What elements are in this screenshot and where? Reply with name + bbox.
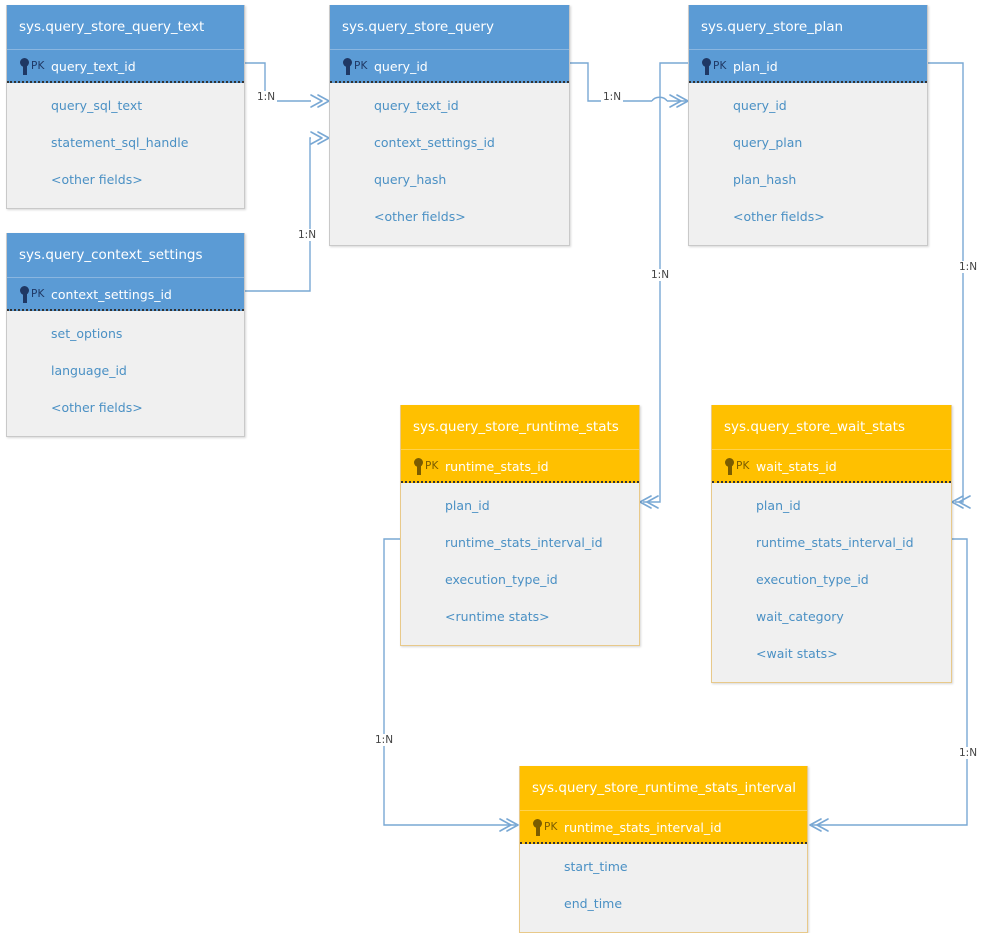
entity-query-store-query[interactable]: sys.query_store_query PK query_id query_… — [329, 5, 570, 246]
cardinality-label-query-to-plan: 1:N — [601, 91, 624, 103]
cardinality-label-plan-to-wait-stats: 1:N — [957, 261, 980, 273]
key-icon — [20, 285, 29, 303]
entity-title: sys.query_context_settings — [7, 233, 244, 278]
field-row: <other fields> — [51, 400, 143, 415]
cardinality-label-wait-stats-to-interval: 1:N — [957, 747, 980, 759]
field-row: start_time — [564, 859, 628, 874]
pk-badge: PK — [736, 459, 750, 472]
arrowhead-plan-to-runtime-stats — [639, 495, 659, 509]
entity-primary-key-row[interactable]: PK query_id — [330, 50, 569, 83]
field-row: language_id — [51, 363, 127, 378]
cardinality-label-plan-to-runtime-stats: 1:N — [649, 269, 672, 281]
field-row: execution_type_id — [756, 572, 869, 587]
entity-primary-key-row[interactable]: PK runtime_stats_id — [401, 450, 639, 483]
connector-query-to-plan — [570, 62, 688, 102]
entity-primary-key-row[interactable]: PK query_text_id — [7, 50, 244, 83]
pk-badge: PK — [31, 59, 45, 72]
field-row: runtime_stats_interval_id — [756, 535, 914, 550]
pk-field-name: wait_stats_id — [756, 459, 837, 474]
pk-field-name: context_settings_id — [51, 287, 172, 302]
entity-fields: set_options language_id <other fields> — [7, 311, 244, 436]
entity-query-store-runtime-stats-interval[interactable]: sys.query_store_runtime_stats_interval P… — [519, 766, 808, 933]
pk-badge: PK — [31, 287, 45, 300]
entity-title: sys.query_store_query — [330, 5, 569, 50]
field-row: query_plan — [733, 135, 803, 150]
entity-fields: plan_id runtime_stats_interval_id execut… — [712, 483, 951, 682]
arrowhead-query-to-plan — [669, 94, 689, 108]
entity-query-store-query-text[interactable]: sys.query_store_query_text PK query_text… — [6, 5, 245, 209]
field-row: runtime_stats_interval_id — [445, 535, 603, 550]
cardinality-label-query-text-to-query: 1:N — [255, 91, 278, 103]
pk-field-name: runtime_stats_id — [445, 459, 549, 474]
field-row: plan_id — [445, 498, 490, 513]
pk-badge: PK — [713, 59, 727, 72]
entity-primary-key-row[interactable]: PK plan_id — [689, 50, 927, 83]
field-row: context_settings_id — [374, 135, 495, 150]
field-row: <runtime stats> — [445, 609, 550, 624]
field-row: plan_id — [756, 498, 801, 513]
pk-badge: PK — [544, 820, 558, 833]
field-row: wait_category — [756, 609, 844, 624]
arrowhead-runtime-stats-to-interval — [499, 818, 519, 832]
arrowhead-context-settings-to-query — [310, 131, 330, 145]
field-row: <other fields> — [733, 209, 825, 224]
field-row: set_options — [51, 326, 123, 341]
key-icon — [725, 457, 734, 475]
arrowhead-wait-stats-to-interval — [809, 818, 829, 832]
connector-plan-to-runtime-stats — [643, 62, 688, 503]
arrowhead-query-text-to-query — [310, 94, 330, 108]
key-icon — [20, 57, 29, 75]
entity-title: sys.query_store_runtime_stats_interval — [520, 766, 807, 811]
field-row: execution_type_id — [445, 572, 558, 587]
entity-primary-key-row[interactable]: PK context_settings_id — [7, 278, 244, 311]
entity-fields: query_id query_plan plan_hash <other fie… — [689, 83, 927, 245]
key-icon — [533, 818, 542, 836]
field-row: end_time — [564, 896, 623, 911]
pk-field-name: query_text_id — [51, 59, 136, 74]
entity-query-context-settings[interactable]: sys.query_context_settings PK context_se… — [6, 233, 245, 437]
field-row: <other fields> — [374, 209, 466, 224]
entity-primary-key-row[interactable]: PK runtime_stats_interval_id — [520, 811, 807, 844]
field-row: query_hash — [374, 172, 447, 187]
entity-fields: start_time end_time — [520, 844, 807, 932]
field-row: statement_sql_handle — [51, 135, 189, 150]
field-row: query_sql_text — [51, 98, 143, 113]
entity-fields: query_text_id context_settings_id query_… — [330, 83, 569, 245]
field-row: <wait stats> — [756, 646, 838, 661]
pk-badge: PK — [425, 459, 439, 472]
entity-title: sys.query_store_runtime_stats — [401, 405, 639, 450]
entity-title: sys.query_store_query_text — [7, 5, 244, 50]
entity-fields: plan_id runtime_stats_interval_id execut… — [401, 483, 639, 645]
field-row: query_text_id — [374, 98, 459, 113]
field-row: plan_hash — [733, 172, 797, 187]
entity-query-store-runtime-stats[interactable]: sys.query_store_runtime_stats PK runtime… — [400, 405, 640, 646]
entity-primary-key-row[interactable]: PK wait_stats_id — [712, 450, 951, 483]
pk-field-name: plan_id — [733, 59, 778, 74]
field-row: <other fields> — [51, 172, 143, 187]
cardinality-label-runtime-stats-to-interval: 1:N — [373, 734, 396, 746]
key-icon — [702, 57, 711, 75]
key-icon — [343, 57, 352, 75]
key-icon — [414, 457, 423, 475]
entity-query-store-plan[interactable]: sys.query_store_plan PK plan_id query_id… — [688, 5, 928, 246]
connector-context-settings-to-query — [245, 137, 311, 292]
entity-title: sys.query_store_wait_stats — [712, 405, 951, 450]
cardinality-label-context-settings-to-query: 1:N — [296, 229, 319, 241]
arrowhead-plan-to-wait-stats — [951, 495, 971, 509]
pk-badge: PK — [354, 59, 368, 72]
field-row: query_id — [733, 98, 787, 113]
pk-field-name: query_id — [374, 59, 428, 74]
entity-title: sys.query_store_plan — [689, 5, 927, 50]
entity-fields: query_sql_text statement_sql_handle <oth… — [7, 83, 244, 208]
pk-field-name: runtime_stats_interval_id — [564, 820, 722, 835]
entity-query-store-wait-stats[interactable]: sys.query_store_wait_stats PK wait_stats… — [711, 405, 952, 683]
